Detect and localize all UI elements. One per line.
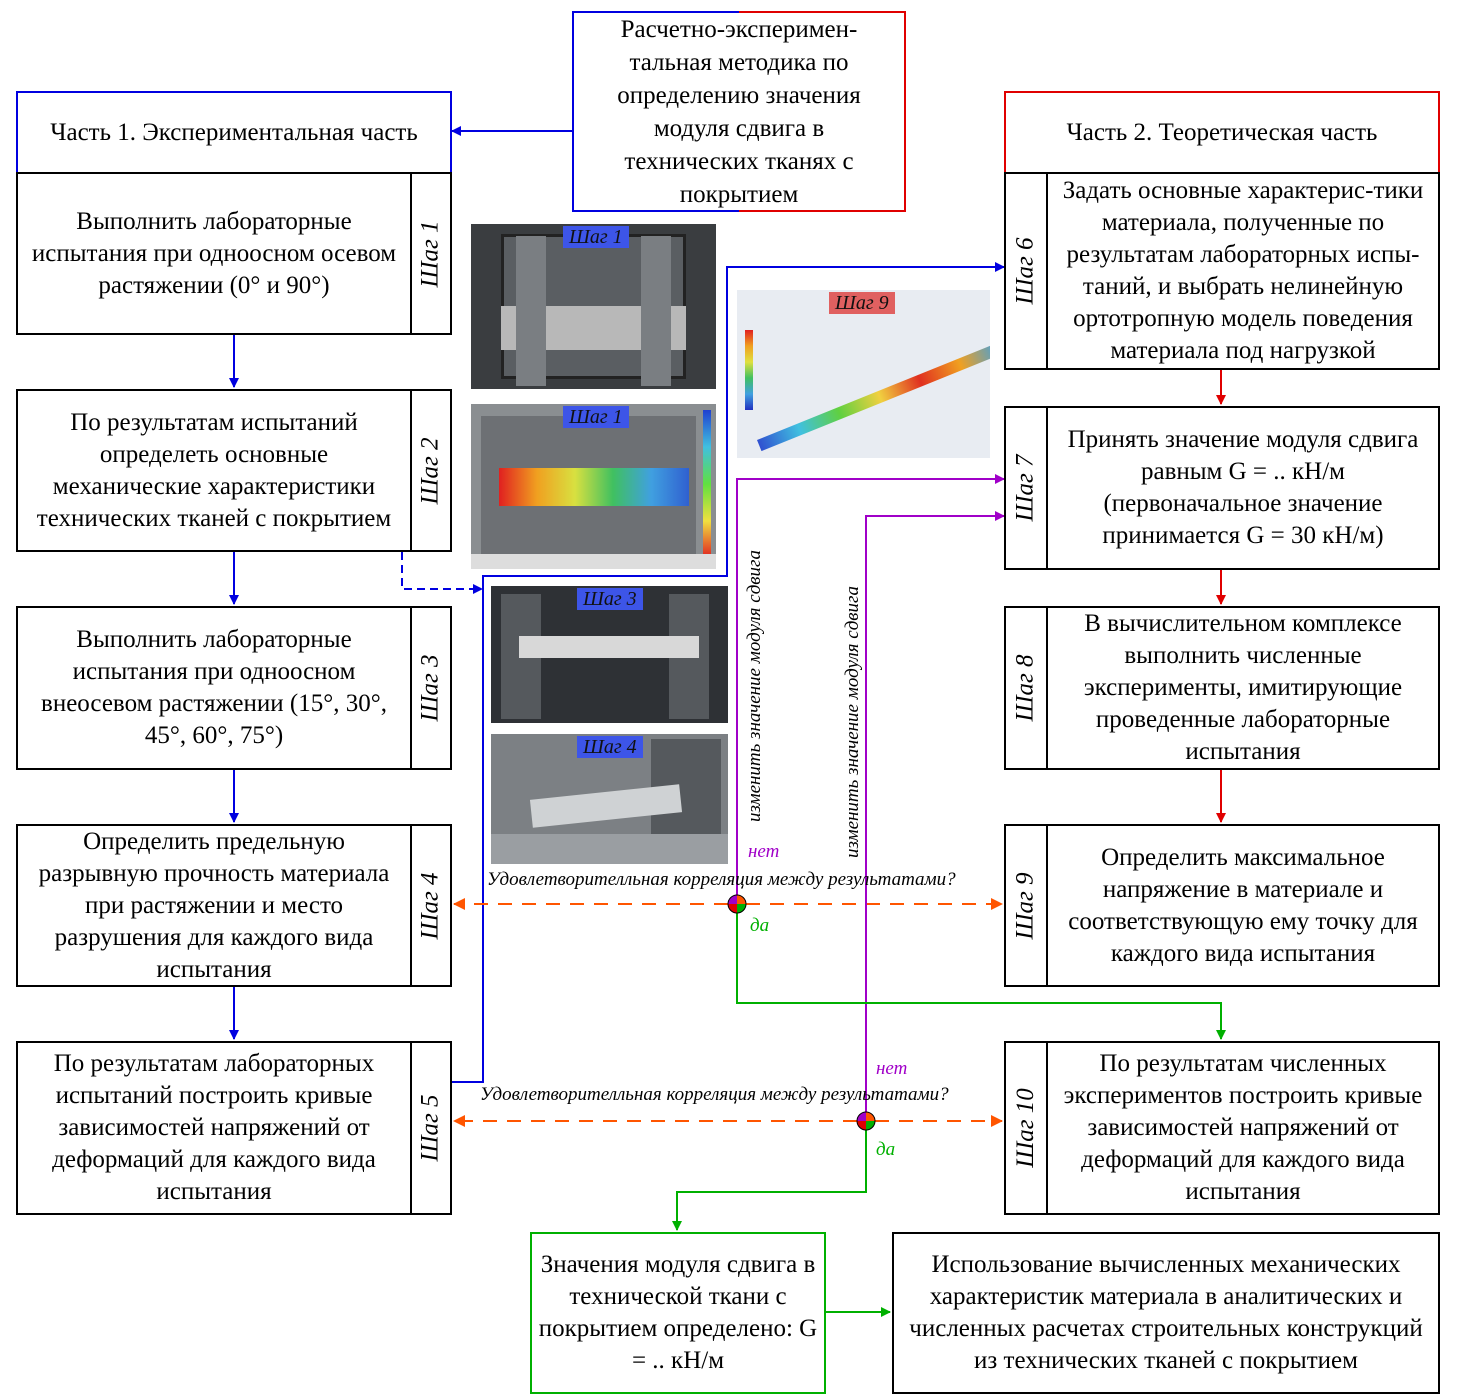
step6-label: Шаг 6 — [1012, 237, 1040, 305]
step10-box: По результатам численных экспериментов п… — [1046, 1041, 1440, 1215]
step9-tab: Шаг 9 — [1004, 824, 1048, 987]
step9-box: Определить максимальное напряжение в мат… — [1046, 824, 1440, 987]
step6-tab: Шаг 6 — [1004, 172, 1048, 370]
result-box: Значения модуля сдвига в технической тка… — [530, 1232, 826, 1394]
step7-box: Принять значение модуля сдвига равным G … — [1046, 406, 1440, 570]
step5-box: По результатам лабораторных испытаний по… — [16, 1041, 412, 1215]
decision-no-2: нет — [876, 1058, 908, 1079]
step2-label: Шаг 2 — [417, 436, 445, 505]
photo5-tag: Шаг 9 — [829, 292, 895, 314]
step4-tab: Шаг 4 — [410, 824, 452, 987]
step1-tab: Шаг 1 — [410, 172, 452, 335]
decision-question-2: Удовлетворителльная корреляция между рез… — [480, 1084, 949, 1105]
photo-step9-fem: Шаг 9 — [737, 290, 990, 458]
step6-text: Задать основные характерис-тики материал… — [1062, 177, 1424, 364]
part2-header-text: Часть 2. Теоретическая часть — [1066, 119, 1378, 146]
photo-step1-dic: Шаг 1 — [471, 404, 716, 569]
step7-label: Шаг 7 — [1012, 454, 1040, 522]
step9-text: Определить максимальное напряжение в мат… — [1068, 843, 1418, 967]
step1-text: Выполнить лабораторные испытания при одн… — [31, 207, 397, 299]
step9-label: Шаг 9 — [1012, 871, 1040, 940]
photo1-tag: Шаг 1 — [563, 226, 629, 248]
step8-box: В вычислительном комплексе выполнить чис… — [1046, 606, 1440, 770]
step8-text: В вычислительном комплексе выполнить чис… — [1083, 610, 1403, 765]
step3-label: Шаг 3 — [417, 654, 445, 722]
photo-step4-test: Шаг 4 — [491, 734, 728, 864]
part2-header: Часть 2. Теоретическая часть — [1004, 91, 1440, 173]
step1-label: Шаг 1 — [417, 219, 445, 288]
title-text: Расчетно-эксперимен- тальная методика по… — [617, 15, 861, 208]
step4-text: Определить предельную разрывную прочност… — [38, 827, 390, 983]
step10-text: По результатам численных экспериментов п… — [1063, 1050, 1423, 1205]
loop-label-2: изменить значение модуля сдвига — [842, 586, 863, 858]
part1-header-text: Часть 1. Экспериментальная часть — [50, 119, 418, 146]
step5-label: Шаг 5 — [417, 1094, 445, 1162]
step10-label: Шаг 10 — [1012, 1088, 1040, 1168]
step4-box: Определить предельную разрывную прочност… — [16, 824, 412, 987]
step7-text: Принять значение модуля сдвига равным G … — [1067, 426, 1419, 549]
step4-label: Шаг 4 — [417, 871, 445, 940]
usage-box: Использование вычисленных механических х… — [892, 1232, 1440, 1394]
photo2-tag: Шаг 1 — [563, 406, 629, 428]
result-text: Значения модуля сдвига в технической тка… — [538, 1251, 818, 1374]
photo3-tag: Шаг 3 — [577, 588, 643, 610]
decision-node-2 — [856, 1111, 876, 1131]
step5-tab: Шаг 5 — [410, 1041, 452, 1215]
decision-question-1: Удовлетворителльная корреляция между рез… — [487, 869, 956, 890]
step2-box: По результатам испытаний определеть осно… — [16, 389, 412, 552]
decision-yes-1: да — [750, 915, 770, 936]
title-border — [572, 11, 906, 212]
step7-tab: Шаг 7 — [1004, 406, 1048, 570]
decision-yes-2: да — [876, 1139, 896, 1160]
step6-box: Задать основные характерис-тики материал… — [1046, 172, 1440, 370]
step3-box: Выполнить лабораторные испытания при одн… — [16, 606, 412, 770]
step2-text: По результатам испытаний определеть осно… — [36, 408, 392, 532]
decision-node-1 — [727, 894, 747, 914]
photo-step3-test: Шаг 3 — [491, 586, 728, 723]
title-box: Расчетно-эксперимен- тальная методика по… — [572, 11, 906, 212]
step8-label: Шаг 8 — [1012, 654, 1040, 722]
loop-label-1: изменить значение модуля сдвига — [744, 550, 765, 822]
step8-tab: Шаг 8 — [1004, 606, 1048, 770]
step2-tab: Шаг 2 — [410, 389, 452, 552]
photo4-tag: Шаг 4 — [577, 736, 643, 758]
part1-header: Часть 1. Экспериментальная часть — [16, 91, 452, 173]
usage-text: Использование вычисленных механических х… — [909, 1251, 1423, 1374]
decision-no-1: нет — [748, 841, 780, 862]
step1-box: Выполнить лабораторные испытания при одн… — [16, 172, 412, 335]
step10-tab: Шаг 10 — [1004, 1041, 1048, 1215]
step3-tab: Шаг 3 — [410, 606, 452, 770]
step3-text: Выполнить лабораторные испытания при одн… — [41, 626, 387, 749]
photo-step1-test: Шаг 1 — [471, 224, 716, 389]
step5-text: По результатам лабораторных испытаний по… — [52, 1050, 376, 1205]
